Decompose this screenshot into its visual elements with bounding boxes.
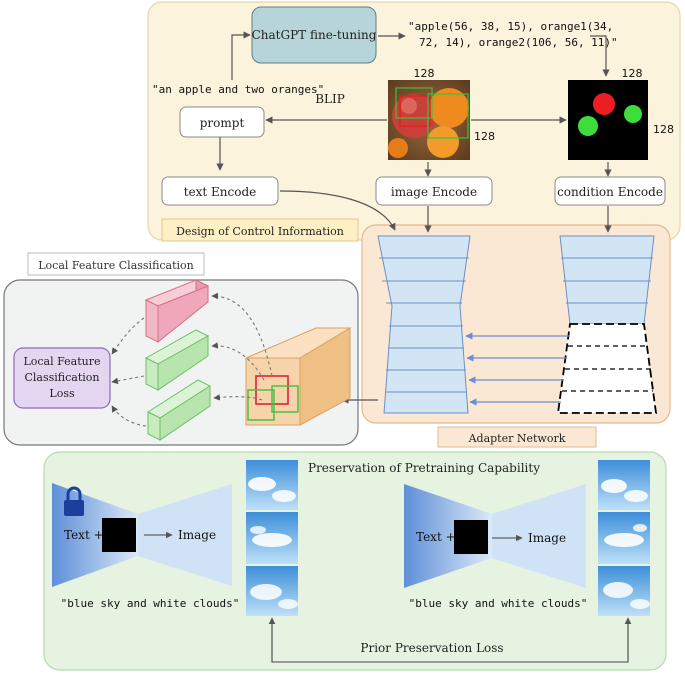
arrow-prompt-to-chatgpt xyxy=(231,31,251,80)
image-size-side: 128 xyxy=(474,130,495,143)
text-encode-box: text Encode xyxy=(161,176,279,206)
prompt-box: prompt xyxy=(179,106,265,138)
control-section-title: Design of Control Information xyxy=(176,225,344,238)
image-label-left: Image xyxy=(178,528,216,542)
loss-line3: Loss xyxy=(49,387,75,400)
image-label-right: Image xyxy=(528,531,566,545)
green-feature-cube-1 xyxy=(144,329,210,391)
green-feature-cube-2 xyxy=(146,379,212,441)
condition-image xyxy=(568,80,648,160)
image-encode-label: image Encode xyxy=(391,185,477,199)
arrow-layout-to-condition xyxy=(590,35,610,77)
sky-images-right xyxy=(598,460,650,616)
chatgpt-finetuning-box: ChatGPT fine-tuning xyxy=(251,6,377,64)
caption-left: "blue sky and white clouds" xyxy=(61,597,240,610)
feature-dashed-arrows xyxy=(111,292,273,427)
adapter-skip-arrows xyxy=(465,332,570,406)
loss-line2: Classification xyxy=(24,371,99,384)
adapter-section-title: Adapter Network xyxy=(468,432,566,445)
adapter-section-title-tag: Adapter Network xyxy=(437,426,597,448)
text-plus-left: Text + xyxy=(64,528,104,542)
pink-feature-cube xyxy=(144,279,210,344)
text-encode-label: text Encode xyxy=(184,185,257,199)
caption-right: "blue sky and white clouds" xyxy=(409,597,588,610)
prior-preservation-loss-label: Prior Preservation Loss xyxy=(360,641,503,655)
condition-size-side: 128 xyxy=(653,123,674,136)
prompt-text: "an apple and two oranges" xyxy=(152,83,324,96)
blip-label: BLIP xyxy=(315,92,345,106)
trained-model-right xyxy=(404,484,586,588)
input-image xyxy=(388,80,470,160)
prompt-box-label: prompt xyxy=(200,116,245,130)
image-encode-box: image Encode xyxy=(375,176,493,206)
text-plus-right: Text + xyxy=(416,530,456,544)
condition-encode-box: condition Encode xyxy=(554,176,666,206)
unet-hourglass xyxy=(377,235,471,414)
control-section-title-tag: Design of Control Information xyxy=(161,218,359,242)
arrow-text-encode-to-adapter xyxy=(279,190,396,231)
orange-feature-cube xyxy=(245,327,352,426)
image-size-top: 128 xyxy=(414,67,435,80)
sky-images-left xyxy=(246,460,298,616)
chatgpt-label: ChatGPT fine-tuning xyxy=(252,28,377,42)
preservation-section-title: Preservation of Pretraining Capability xyxy=(308,461,540,475)
condition-size-top: 128 xyxy=(622,67,643,80)
layout-text-line1: "apple(56, 38, 15), orange1(34, xyxy=(408,20,613,33)
local-feature-section-title-tag: Local Feature Classification xyxy=(27,252,205,276)
loss-line1: Local Feature xyxy=(23,355,100,368)
condition-encode-label: condition Encode xyxy=(557,185,663,199)
prior-preservation-bracket xyxy=(268,617,632,663)
adapter-funnel xyxy=(556,235,658,414)
local-feature-section-title: Local Feature Classification xyxy=(38,259,194,272)
layout-text-line2: 72, 14), orange2(106, 56, 11)" xyxy=(419,36,618,49)
lock-icon xyxy=(64,486,84,516)
local-feature-loss-box: Local Feature Classification Loss xyxy=(13,347,111,409)
